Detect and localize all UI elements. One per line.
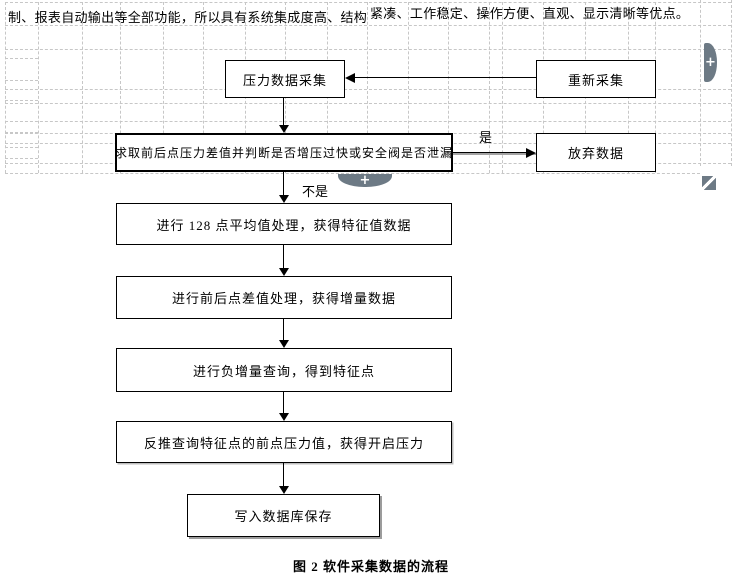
arrowhead-left-icon — [345, 73, 355, 83]
flow-node-difference[interactable]: 进行前后点差值处理，获得增量数据 — [116, 276, 452, 319]
flow-node-discard[interactable]: 放弃数据 — [536, 133, 656, 172]
gridline — [5, 103, 731, 104]
flow-node-label: 进行前后点差值处理，获得增量数据 — [171, 291, 396, 306]
paragraph-right-column: 紧凑、工作稳定、操作方便、直观、显示清晰等优点。 — [370, 6, 690, 21]
flow-node-average[interactable]: 进行 128 点平均值处理，获得特征值数据 — [116, 203, 452, 245]
edge-label-no: 不是 — [302, 184, 329, 199]
arrowhead-down-icon — [279, 195, 289, 203]
gridline — [502, 2, 503, 173]
gridline — [367, 2, 368, 173]
flow-node-query[interactable]: 进行负增量查询，得到特征点 — [116, 348, 452, 392]
gridline — [5, 58, 38, 59]
arrow-average-to-difference — [283, 245, 284, 269]
gridline — [203, 2, 204, 173]
gridline — [5, 147, 38, 148]
flow-node-collect[interactable]: 压力数据采集 — [225, 60, 345, 98]
gridline — [5, 2, 6, 173]
edge-label-yes: 是 — [479, 130, 493, 145]
gridline — [5, 49, 731, 50]
gridline — [5, 2, 731, 3]
gridline — [408, 2, 409, 173]
arrow-judge-to-average — [283, 172, 284, 196]
gridline — [5, 121, 731, 122]
arrow-judge-to-discard — [453, 152, 527, 153]
flow-node-label: 进行 128 点平均值处理，获得特征值数据 — [156, 217, 412, 233]
arrow-yes-gray-line — [453, 153, 536, 155]
flow-node-label: 求取前后点压力差值并判断是否增压过快或安全阀是否泄漏 — [115, 146, 454, 160]
flow-node-label: 放弃数据 — [567, 146, 624, 161]
flow-node-save[interactable]: 写入数据库保存 — [187, 494, 380, 537]
arrowhead-right-icon — [526, 148, 536, 158]
flow-node-backtrace[interactable]: 反推查询特征点的前点压力值，获得开启压力 — [116, 421, 452, 463]
arrow-query-to-backtrace — [283, 392, 284, 414]
insert-row-handle[interactable]: + — [338, 174, 392, 187]
flow-node-label: 进行负增量查询，得到特征点 — [192, 363, 375, 379]
gridline — [5, 173, 700, 174]
plus-icon: + — [705, 55, 716, 70]
gridline — [448, 2, 449, 173]
figure-caption: 图 2 软件采集数据的流程 — [293, 559, 450, 574]
arrowhead-down-icon — [279, 413, 289, 421]
gridline — [5, 80, 38, 81]
paragraph-left-column: 制、报表自动输出等全部功能，所以具有系统集成度高、结构 — [8, 10, 368, 25]
gridline — [489, 2, 490, 173]
gridline — [700, 0, 701, 166]
flow-node-label: 写入数据库保存 — [234, 509, 333, 524]
gridline — [82, 2, 83, 173]
flow-node-label: 压力数据采集 — [242, 72, 327, 88]
arrowhead-down-icon — [279, 486, 289, 494]
gridline — [731, 0, 732, 166]
gridline — [5, 100, 38, 101]
arrow-difference-to-query — [283, 319, 284, 341]
arrowhead-down-icon — [279, 268, 289, 276]
arrow-recollect-to-collect — [355, 77, 536, 78]
gridline — [38, 2, 39, 173]
arrowhead-down-icon — [279, 340, 289, 348]
gridline — [163, 2, 164, 173]
gridline — [5, 89, 731, 90]
gridline — [5, 158, 38, 159]
flow-node-judge[interactable]: 求取前后点压力差值并判断是否增压过快或安全阀是否泄漏 — [115, 133, 453, 172]
table-resize-handle-icon[interactable] — [702, 176, 716, 190]
gridline — [120, 2, 121, 173]
gridline — [5, 132, 38, 133]
flow-node-label: 重新采集 — [567, 72, 624, 88]
plus-icon: + — [359, 172, 371, 188]
insert-column-handle[interactable]: + — [704, 43, 717, 82]
flow-node-recollect[interactable]: 重新采集 — [536, 60, 656, 98]
arrowhead-down-icon — [279, 125, 289, 133]
arrow-backtrace-to-save — [283, 463, 284, 487]
flow-node-label: 反推查询特征点的前点压力值，获得开启压力 — [143, 435, 424, 451]
gridline — [5, 25, 731, 26]
arrow-collect-to-judge — [283, 98, 284, 126]
